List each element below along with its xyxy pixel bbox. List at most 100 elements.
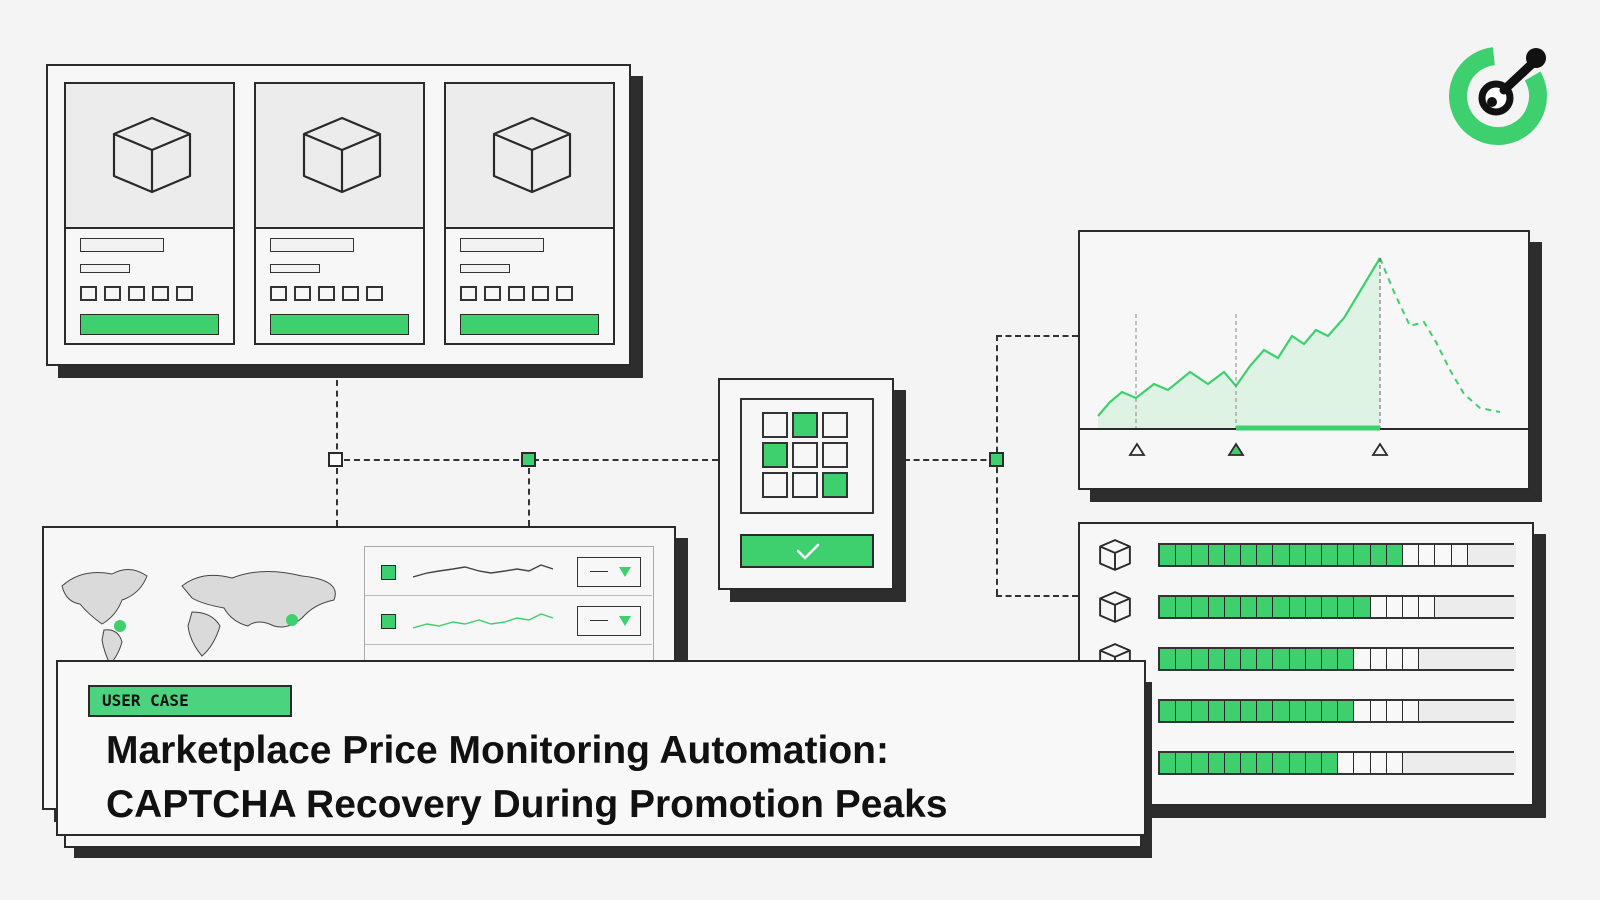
captcha-verify-button[interactable] [740, 534, 874, 568]
user-case-tag: USER CASE [88, 685, 292, 717]
world-map-icon [61, 569, 336, 665]
rating-star [460, 286, 477, 301]
stock-segment-empty [1484, 545, 1501, 565]
stock-segment-empty [1435, 597, 1452, 617]
stock-segment-filled [1273, 545, 1290, 565]
captcha-tile[interactable] [822, 412, 848, 438]
stock-segment-empty [1451, 545, 1468, 565]
stock-segment-filled [1208, 649, 1225, 669]
product-card[interactable] [64, 82, 235, 345]
rating-star [270, 286, 287, 301]
cube-icon [1099, 591, 1131, 623]
product-card[interactable] [254, 82, 425, 345]
stock-segment-empty [1451, 597, 1468, 617]
captcha-tile[interactable] [762, 442, 788, 468]
checkmark-icon [796, 543, 820, 560]
stock-row [1098, 640, 1518, 680]
product-image [66, 84, 233, 229]
captcha-tile[interactable] [822, 442, 848, 468]
connector-line [336, 468, 338, 526]
stock-segment-empty [1467, 701, 1484, 721]
product-card[interactable] [444, 82, 615, 345]
product-image [256, 84, 423, 229]
stock-segment-filled [1386, 545, 1403, 565]
stock-segment-empty [1467, 545, 1484, 565]
stock-segment-filled [1176, 649, 1193, 669]
stock-segment-filled [1289, 597, 1306, 617]
stock-segment-filled [1160, 545, 1177, 565]
captcha-tile[interactable] [792, 472, 818, 498]
stock-segment-filled [1192, 701, 1209, 721]
rating-star [104, 286, 121, 301]
region-dropdown[interactable] [577, 606, 641, 636]
captcha-tile[interactable] [792, 442, 818, 468]
rating-star [294, 286, 311, 301]
cube-icon [492, 116, 572, 194]
connector-line [996, 595, 1078, 597]
stock-segment-filled [1208, 545, 1225, 565]
product-subtitle-placeholder [270, 264, 320, 273]
cube-icon [112, 116, 192, 194]
stock-segment-empty [1500, 597, 1517, 617]
price-trend-panel [1078, 230, 1530, 490]
stock-segment-filled [1208, 701, 1225, 721]
captcha-tile[interactable] [762, 472, 788, 498]
stock-segment-empty [1354, 649, 1371, 669]
stock-segment-filled [1208, 753, 1225, 773]
rating-star [366, 286, 383, 301]
stock-segment-empty [1370, 649, 1387, 669]
stock-progress-bar [1158, 595, 1517, 619]
stock-segment-filled [1160, 649, 1177, 669]
rating-star [128, 286, 145, 301]
title-line-2: CAPTCHA Recovery During Promotion Peaks [106, 783, 948, 826]
product-title-placeholder [80, 238, 164, 252]
add-to-cart-button[interactable] [80, 314, 219, 335]
stock-segment-filled [1273, 597, 1290, 617]
stock-segment-filled [1224, 545, 1241, 565]
stock-segment-filled [1289, 545, 1306, 565]
product-subtitle-placeholder [460, 264, 510, 273]
stock-segment-empty [1500, 753, 1517, 773]
captcha-tile[interactable] [792, 412, 818, 438]
stock-segment-empty [1403, 545, 1420, 565]
stock-segment-empty [1354, 753, 1371, 773]
stock-segment-filled [1192, 597, 1209, 617]
add-to-cart-button[interactable] [270, 314, 409, 335]
stock-row [1098, 692, 1518, 732]
stock-segment-empty [1403, 649, 1420, 669]
stock-segment-empty [1386, 597, 1403, 617]
captcha-tile[interactable] [822, 472, 848, 498]
table-row[interactable] [365, 596, 652, 645]
stock-segment-filled [1305, 545, 1322, 565]
stock-segment-empty [1386, 649, 1403, 669]
stock-row [1098, 744, 1518, 784]
stock-segment-filled [1176, 701, 1193, 721]
stock-segment-filled [1338, 545, 1355, 565]
stock-progress-bar [1158, 647, 1517, 671]
stock-segment-empty [1419, 597, 1436, 617]
stock-progress-bar [1158, 699, 1517, 723]
rating-star [556, 286, 573, 301]
stock-segment-empty [1435, 649, 1452, 669]
product-listing-panel [46, 64, 631, 366]
connector-line [336, 380, 338, 460]
stock-segment-empty [1338, 753, 1355, 773]
sparkline [413, 613, 553, 629]
stock-segment-empty [1370, 597, 1387, 617]
rating-star [342, 286, 359, 301]
stock-segment-filled [1305, 753, 1322, 773]
region-dropdown[interactable] [577, 557, 641, 587]
stock-segment-filled [1241, 701, 1258, 721]
product-title-placeholder [270, 238, 354, 252]
stock-segment-filled [1257, 649, 1274, 669]
connector-line [996, 335, 1078, 337]
captcha-tile[interactable] [762, 412, 788, 438]
add-to-cart-button[interactable] [460, 314, 599, 335]
stock-progress-bar [1158, 543, 1517, 567]
cube-icon [302, 116, 382, 194]
stock-segment-filled [1241, 597, 1258, 617]
stock-segment-filled [1192, 649, 1209, 669]
table-row[interactable] [365, 547, 652, 596]
stock-segment-empty [1484, 649, 1501, 669]
stock-segment-filled [1354, 545, 1371, 565]
